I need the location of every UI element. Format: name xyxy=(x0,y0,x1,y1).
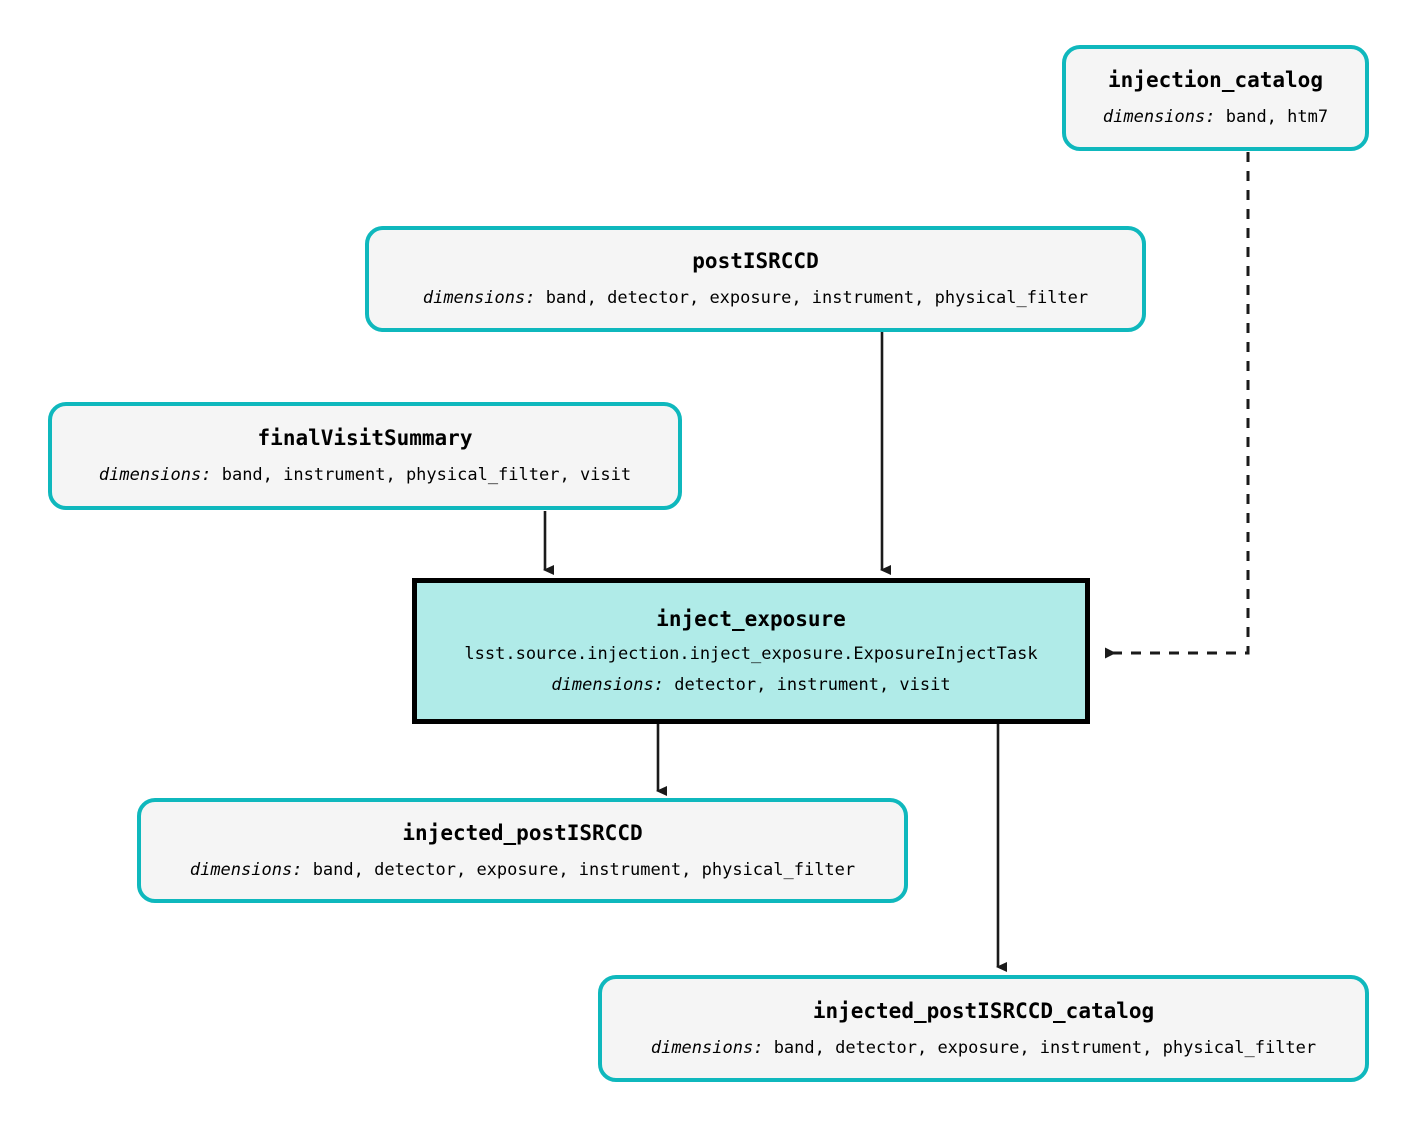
dimensions-values: band, detector, exposure, instrument, ph… xyxy=(545,288,1089,309)
node-injected-postisrccd-catalog[interactable]: injected_postISRCCD_catalog dimensions: … xyxy=(598,975,1369,1082)
node-postisrccd[interactable]: postISRCCD dimensions: band, detector, e… xyxy=(365,226,1146,332)
dimensions-label: dimensions: xyxy=(189,859,303,880)
node-title: injected_postISRCCD_catalog xyxy=(812,998,1155,1023)
dimensions-values: band, htm7 xyxy=(1225,107,1329,128)
dimensions-values: detector, instrument, visit xyxy=(674,674,951,695)
node-title: finalVisitSummary xyxy=(257,426,473,451)
node-dimensions: dimensions: detector, instrument, visit xyxy=(551,675,950,695)
dimensions-label: dimensions: xyxy=(650,1037,764,1058)
dimensions-values: band, instrument, physical_filter, visit xyxy=(221,465,632,486)
node-finalvisitsummary[interactable]: finalVisitSummary dimensions: band, inst… xyxy=(48,402,682,510)
dimensions-label: dimensions: xyxy=(98,465,212,486)
node-inject-exposure[interactable]: inject_exposure lsst.source.injection.in… xyxy=(412,578,1090,724)
node-dimensions: dimensions: band, htm7 xyxy=(1103,107,1328,127)
node-injection-catalog[interactable]: injection_catalog dimensions: band, htm7 xyxy=(1062,45,1369,151)
node-title: injected_postISRCCD xyxy=(402,820,643,845)
node-injected-postisrccd[interactable]: injected_postISRCCD dimensions: band, de… xyxy=(137,798,908,903)
node-class-path: lsst.source.injection.inject_exposure.Ex… xyxy=(464,644,1038,665)
dimensions-label: dimensions: xyxy=(1102,107,1216,128)
dimensions-values: band, detector, exposure, instrument, ph… xyxy=(312,859,856,880)
dimensions-label: dimensions: xyxy=(551,674,664,695)
node-dimensions: dimensions: band, detector, exposure, in… xyxy=(190,860,855,880)
node-dimensions: dimensions: band, detector, exposure, in… xyxy=(651,1038,1316,1058)
dimensions-label: dimensions: xyxy=(422,288,536,309)
node-title: postISRCCD xyxy=(692,249,819,274)
dimensions-values: band, detector, exposure, instrument, ph… xyxy=(773,1037,1317,1058)
node-dimensions: dimensions: band, detector, exposure, in… xyxy=(423,288,1088,308)
node-title: inject_exposure xyxy=(656,607,846,632)
node-dimensions: dimensions: band, instrument, physical_f… xyxy=(99,465,631,485)
node-title: injection_catalog xyxy=(1108,68,1323,93)
